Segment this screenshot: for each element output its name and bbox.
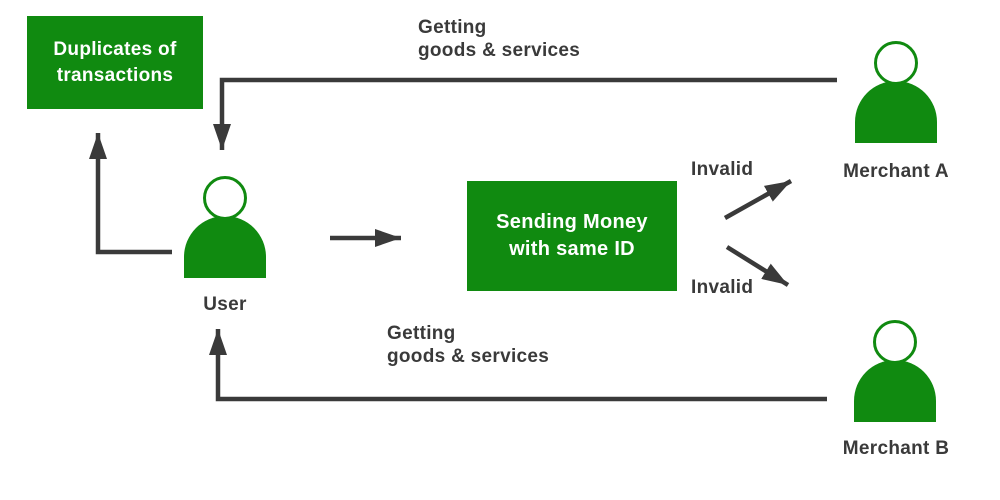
- arrow-sending-box-to-merchant-a: [723, 179, 793, 220]
- arrow-user-to-duplicates-box: [89, 133, 172, 255]
- arrow-merchant-a-to-user: [213, 77, 837, 150]
- invalid-merchant-b-label: Invalid: [691, 277, 754, 298]
- merchant-a-label: Merchant A: [843, 161, 949, 182]
- merchant-b-person-icon: [853, 320, 937, 422]
- getting-goods-services-bottom-label: Getting goods & services: [387, 323, 550, 367]
- arrow-merchant-b-to-user: [209, 329, 827, 402]
- duplicates-of-transactions-box: Duplicates of transactions: [27, 16, 203, 109]
- user-torso-icon: [184, 216, 266, 278]
- arrow-sending-box-to-merchant-b: [725, 245, 790, 287]
- merchant-b-head-icon: [873, 320, 917, 364]
- merchant-a-torso-icon: [855, 81, 937, 143]
- merchant-b-torso-icon: [854, 360, 936, 422]
- invalid-merchant-a-label: Invalid: [691, 159, 754, 180]
- sending-money-same-id-box: Sending Money with same ID: [467, 181, 677, 291]
- user-label: User: [203, 294, 247, 315]
- user-person-icon: [183, 176, 267, 278]
- user-head-icon: [203, 176, 247, 220]
- merchant-a-person-icon: [854, 41, 938, 143]
- merchant-b-label: Merchant B: [842, 438, 950, 459]
- getting-goods-services-top-label: Getting goods & services: [418, 17, 581, 61]
- merchant-a-head-icon: [874, 41, 918, 85]
